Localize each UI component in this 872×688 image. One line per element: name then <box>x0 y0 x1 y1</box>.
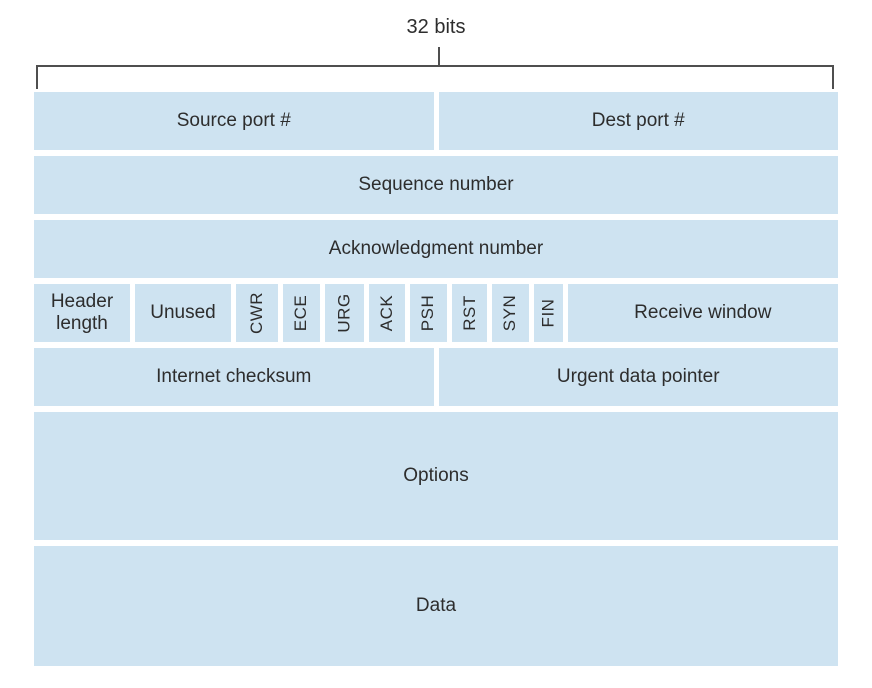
bracket-center-tick <box>438 47 440 66</box>
field-receive-window: Receive window <box>567 284 838 342</box>
flag-cwr: CWR <box>236 284 279 342</box>
width-label: 32 bits <box>406 16 466 38</box>
flag-fin-label: FIN <box>538 298 558 328</box>
bracket-left-end <box>36 65 38 89</box>
flag-psh: PSH <box>410 284 447 342</box>
field-internet-checksum: Internet checksum <box>34 348 434 406</box>
field-options: Options <box>34 412 838 540</box>
flag-rst-label: RST <box>459 295 479 331</box>
field-unused: Unused <box>135 284 231 342</box>
row-flags: Header length Unused CWR ECE URG ACK PSH… <box>34 284 838 342</box>
field-data: Data <box>34 546 838 666</box>
flag-ack-label: ACK <box>377 294 397 332</box>
flag-urg: URG <box>324 284 364 342</box>
field-acknowledgment-number: Acknowledgment number <box>34 220 838 278</box>
flag-psh-label: PSH <box>418 294 438 332</box>
field-urgent-data-pointer: Urgent data pointer <box>438 348 838 406</box>
row-acknowledgment-number: Acknowledgment number <box>34 220 838 278</box>
field-dest-port: Dest port # <box>438 92 838 150</box>
field-header-length: Header length <box>34 284 130 342</box>
flag-urg-label: URG <box>334 293 354 333</box>
row-checksum: Internet checksum Urgent data pointer <box>34 348 838 406</box>
row-data: Data <box>34 546 838 666</box>
flag-syn: SYN <box>492 284 529 342</box>
field-source-port: Source port # <box>34 92 434 150</box>
flag-fin: FIN <box>533 284 563 342</box>
flag-syn-label: SYN <box>500 294 520 332</box>
field-sequence-number: Sequence number <box>34 156 838 214</box>
segment-table: Source port # Dest port # Sequence numbe… <box>34 92 838 666</box>
flag-rst: RST <box>451 284 488 342</box>
flag-ece: ECE <box>283 284 320 342</box>
row-sequence-number: Sequence number <box>34 156 838 214</box>
bracket-horizontal-line <box>36 65 834 67</box>
flag-ack: ACK <box>368 284 406 342</box>
bracket-right-end <box>832 65 834 89</box>
row-ports: Source port # Dest port # <box>34 92 838 150</box>
row-options: Options <box>34 412 838 540</box>
flag-cwr-label: CWR <box>247 291 267 335</box>
flag-ece-label: ECE <box>291 294 311 332</box>
